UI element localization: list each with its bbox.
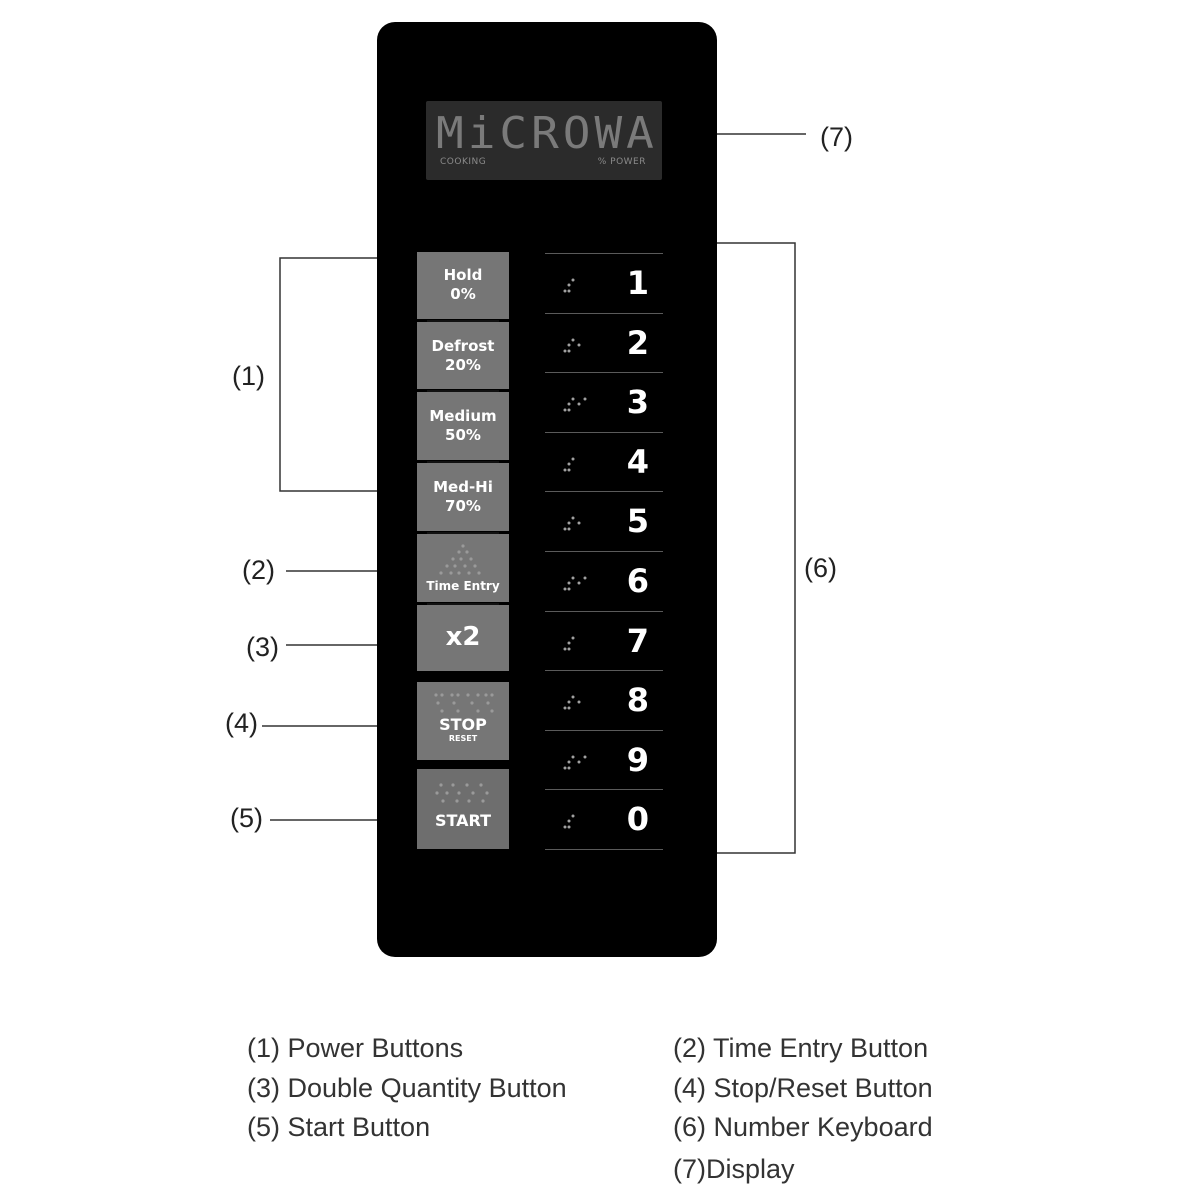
keypad-divider xyxy=(545,372,663,374)
legend-item-1: (1) Power Buttons xyxy=(247,1033,464,1063)
number-key-0[interactable]: 0 xyxy=(545,791,663,849)
separator xyxy=(427,390,499,392)
time-entry-label: Time Entry xyxy=(426,579,500,593)
medium-button[interactable]: Medium 50% xyxy=(417,392,509,460)
keypad-divider xyxy=(545,849,663,850)
callout-7: (7) xyxy=(820,122,853,152)
number-key-label: 8 xyxy=(626,681,649,720)
braille-icon xyxy=(563,695,581,710)
start-button[interactable]: START xyxy=(417,769,509,849)
number-key-3[interactable]: 3 xyxy=(545,374,663,432)
display-text: MiCROWA xyxy=(436,107,658,159)
number-key-6[interactable]: 6 xyxy=(545,553,663,611)
braille-icon xyxy=(563,457,575,472)
number-key-label: 5 xyxy=(626,502,649,541)
keypad-divider xyxy=(545,253,663,254)
legend-item-3: (3) Double Quantity Button xyxy=(247,1073,567,1103)
keypad-divider xyxy=(545,789,663,791)
number-key-5[interactable]: 5 xyxy=(545,493,663,551)
number-key-label: 7 xyxy=(626,621,649,660)
double-quantity-button[interactable]: x2 xyxy=(417,605,509,671)
braille-icon xyxy=(563,755,587,770)
separator xyxy=(427,461,499,463)
keypad-divider xyxy=(545,491,663,493)
number-key-label: 2 xyxy=(626,323,649,362)
med-hi-percent: 70% xyxy=(445,497,481,515)
braille-icon xyxy=(563,814,575,829)
number-key-label: 4 xyxy=(626,442,649,481)
number-key-4[interactable]: 4 xyxy=(545,434,663,492)
braille-icon xyxy=(439,544,481,575)
keypad-divider xyxy=(545,431,663,433)
number-key-label: 3 xyxy=(626,383,649,422)
display-power-label: % POWER xyxy=(597,157,646,167)
time-entry-button[interactable]: Time Entry xyxy=(417,534,509,602)
med-hi-label: Med-Hi xyxy=(433,478,493,496)
medium-label: Medium xyxy=(429,407,497,425)
stop-reset-button[interactable]: STOP RESET xyxy=(417,682,509,760)
keypad-divider xyxy=(545,729,663,731)
braille-icon xyxy=(563,397,587,412)
med-hi-button[interactable]: Med-Hi 70% xyxy=(417,463,509,531)
hold-percent: 0% xyxy=(450,285,476,303)
braille-icon xyxy=(563,576,587,591)
keypad-divider xyxy=(545,670,663,672)
keypad-divider xyxy=(545,551,663,552)
callout-1: (1) xyxy=(232,361,265,391)
keypad-divider xyxy=(545,312,663,314)
display-cooking-label: COOKING xyxy=(440,157,487,167)
number-key-9[interactable]: 9 xyxy=(545,732,663,790)
number-key-1[interactable]: 1 xyxy=(545,255,663,313)
display: MiCROWA COOKING % POWER xyxy=(426,101,662,180)
braille-icon xyxy=(563,636,575,651)
defrost-button[interactable]: Defrost 20% xyxy=(417,322,509,389)
braille-icon xyxy=(563,338,581,353)
number-key-label: 1 xyxy=(626,264,649,302)
braille-icon xyxy=(434,693,494,713)
braille-icon xyxy=(563,278,575,293)
separator xyxy=(427,532,499,534)
callout-3: (3) xyxy=(246,632,279,662)
number-key-7[interactable]: 7 xyxy=(545,613,663,671)
separator xyxy=(427,320,499,322)
number-key-label: 9 xyxy=(626,740,649,779)
defrost-label: Defrost xyxy=(431,337,495,355)
keypad-divider xyxy=(545,610,663,612)
separator xyxy=(427,603,499,605)
number-key-label: 6 xyxy=(626,562,649,600)
double-quantity-label: x2 xyxy=(445,622,481,652)
braille-icon xyxy=(435,783,489,803)
number-key-2[interactable]: 2 xyxy=(545,315,663,373)
legend-item-6: (6) Number Keyboard xyxy=(673,1112,933,1142)
legend-item-5: (5) Start Button xyxy=(247,1112,431,1142)
callout-4: (4) xyxy=(225,708,258,738)
callout-5: (5) xyxy=(230,803,263,833)
defrost-percent: 20% xyxy=(445,356,481,374)
reset-label: RESET xyxy=(448,734,478,743)
legend-item-7: (7)Display xyxy=(673,1154,795,1184)
callout-6: (6) xyxy=(804,553,837,583)
braille-icon xyxy=(563,516,581,531)
stop-label: STOP xyxy=(439,715,487,734)
start-label: START xyxy=(434,811,492,830)
number-key-8[interactable]: 8 xyxy=(545,672,663,730)
legend-item-2: (2) Time Entry Button xyxy=(673,1033,929,1063)
legend-item-4: (4) Stop/Reset Button xyxy=(673,1073,933,1103)
hold-label: Hold xyxy=(443,266,483,284)
hold-button[interactable]: Hold 0% xyxy=(417,252,509,319)
number-key-label: 0 xyxy=(626,800,649,839)
callout-2: (2) xyxy=(242,555,275,585)
medium-percent: 50% xyxy=(445,426,481,444)
